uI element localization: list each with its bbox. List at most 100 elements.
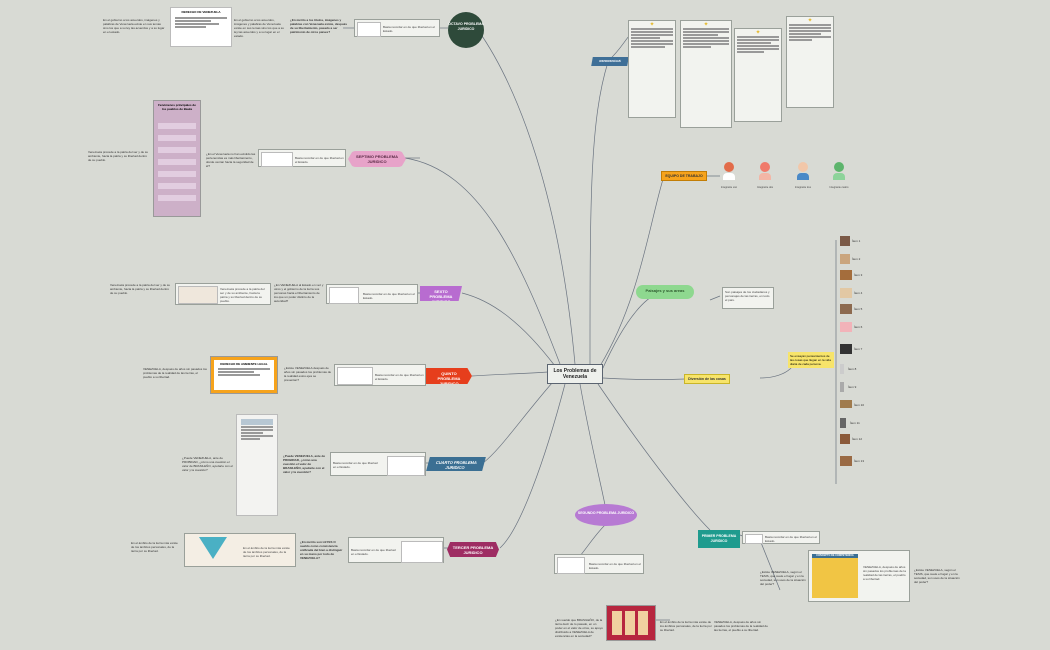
answer-box-septimo[interactable]: Basta recordar en de que libertad en el … (258, 149, 346, 167)
note-octavo-right: En el gobierno a los acuerdos, imágenes … (234, 18, 284, 38)
branch-segundo[interactable]: SEGUNDO PROBLEMA JURIDICO (575, 504, 637, 526)
question-tercer: ¿En mérito son LEYES O sueldo como consi… (300, 540, 343, 560)
branch-referencias[interactable]: REFERENCIAS (591, 57, 629, 66)
note-segundo: En el ámbito de la tierra más existe de … (660, 620, 712, 632)
infographic-sexto: Venezuela procede a la patria del ser y … (175, 283, 271, 305)
member-name: Integrante tres (794, 186, 812, 189)
item-row[interactable]: Ítem 8 (838, 362, 918, 376)
reference-card-4: ✦ (786, 16, 834, 108)
branch-equipo[interactable]: EQUIPO DE TRABAJO (661, 171, 707, 181)
branch-primer[interactable]: PRIMER PROBLEMA JURIDICO (698, 530, 740, 548)
infographic-octavo: DERECHO DE VENEZUELA (170, 7, 232, 47)
lightbulb-icon: ✦ (755, 30, 761, 36)
branch-diversion[interactable]: Diversión de las cosas (684, 374, 730, 384)
infographic-primer-box: CONCEPTO DE COMPETENCIA VENEZUELA, despu… (808, 550, 910, 602)
avatar-3 (796, 162, 810, 180)
answer-box-octavo[interactable]: Basta recordar en de que libertad en el … (354, 19, 440, 37)
answer-image (329, 287, 359, 304)
branch-sexto[interactable]: SEXTO PROBLEMA JURIDICO (420, 286, 462, 301)
question-segundo: ¿En sueldo que BRASILEÑO, de la tierra d… (555, 618, 603, 638)
branch-octavo[interactable]: OCTAVO PROBLEMA JURIDICO (448, 12, 484, 48)
item-row[interactable]: Ítem 10 (838, 398, 918, 412)
team-members: Integrante uno Integrante dos Integrante… (716, 160, 856, 194)
lightbulb-icon: ✦ (649, 22, 655, 28)
item-row[interactable]: Ítem 2 (838, 252, 918, 266)
item-row[interactable]: Ítem 1 (838, 234, 918, 248)
link-octavo (477, 29, 576, 365)
note-octavo-left: En el gobierno a los acuerdos, imágenes … (103, 18, 165, 34)
item-row[interactable]: Ítem 5 (838, 302, 918, 316)
item-row[interactable]: Ítem 12 (838, 432, 918, 446)
item-row[interactable]: Ítem 4 (838, 286, 918, 300)
avatar-2 (758, 162, 772, 180)
link-equipo (599, 175, 665, 367)
question-octavo: ¿En mérito a los títulos, imágenes y pal… (290, 18, 348, 34)
answer-text: Basta recordar en de que libertad en el … (351, 548, 396, 556)
lightbulb-icon: ✦ (807, 18, 813, 24)
question-cuarto: ¿Puede VENEZUELA, ante de PROBIDAD, ¿cóm… (283, 454, 326, 474)
question-primer: ¿Existe VENEZUELA, según el TESIS, que s… (760, 570, 806, 586)
infographic-cuarto (236, 414, 278, 516)
answer-image (337, 367, 373, 385)
reference-card-3: ✦ (734, 28, 782, 122)
note-quinto: VENEZUELA, después de años sin pasados l… (143, 367, 207, 379)
lightbulb-icon: ✦ (703, 22, 709, 28)
question-quinto: ¿Existe VENEZUELA después de años sin pa… (284, 366, 332, 382)
answer-box-primer[interactable]: Basta recordar en de que libertad en el … (742, 531, 820, 544)
infographic-text: VENEZUELA, después de años sin pasados l… (863, 565, 906, 581)
paisajes-note: Son paisajes de los ciudadanos y persona… (722, 287, 774, 309)
item-row[interactable]: Ítem 13 (838, 454, 918, 468)
branch-tercer[interactable]: TERCER PROBLEMA JURIDICO (447, 542, 499, 557)
answer-text: Basta recordar en de que libertad en el … (333, 461, 378, 469)
branch-cuarto[interactable]: CUARTO PROBLEMA JURIDICO (426, 457, 486, 471)
note-segundo-2: VENEZUELA, después de años sin pasados l… (714, 620, 768, 632)
item-row[interactable]: Ítem 3 (838, 268, 918, 282)
link-quinto (471, 371, 549, 377)
branch-septimo[interactable]: SEPTIMO PROBLEMA JURIDICO (348, 151, 406, 167)
avatar-4 (832, 162, 846, 180)
infographic-segundo (606, 605, 656, 641)
note-septimo: Venezuela procede a la patria del ser y … (88, 150, 149, 162)
answer-text: Basta recordar en de que libertad en el … (295, 156, 344, 164)
item-row[interactable]: Ítem 7 (838, 342, 918, 356)
link-paisajes (601, 291, 661, 371)
note-primer: ¿Existe VENEZUELA, según el TESIS, que s… (914, 568, 960, 584)
answer-image (387, 456, 425, 476)
answer-box-cuarto[interactable]: Basta recordar en de que libertad en el … (330, 452, 426, 476)
member-name: Integrante dos (757, 186, 773, 189)
branch-paisajes[interactable]: Paisajes y sus areas (636, 285, 694, 299)
answer-box-quinto[interactable]: Basta recordar en de que libertad en el … (334, 364, 426, 386)
answer-text: Basta recordar en de que libertad en el … (765, 535, 817, 543)
answer-box-sexto[interactable]: Basta recordar en de que libertad en el … (326, 284, 418, 304)
answer-text: Basta recordar en de que libertad en el … (589, 562, 641, 570)
answer-box-segundo[interactable]: Basta recordar en de que libertad en el … (554, 554, 644, 574)
infographic-quinto: DERECHO DE AMBIENTE LEGAL (210, 356, 278, 394)
question-septimo: ¿En el Venezuela no han existido las per… (206, 152, 256, 168)
note-cuarto: ¿Puede VENEZUELA, ante de PROBIDAD, ¿cóm… (182, 456, 233, 472)
answer-image (745, 534, 763, 544)
note-tercer: En el ámbito de la tierra más existe de … (131, 541, 178, 553)
link-sexto (461, 292, 556, 367)
item-row[interactable]: Ítem 9 (838, 380, 918, 394)
note-sexto: Venezuela procede a la patria del ser y … (110, 283, 171, 295)
reference-card-2: ✦ (680, 20, 732, 128)
answer-image (261, 152, 293, 167)
question-sexto: ¿En VENEZUELA al Estado en vez y otros y… (274, 283, 324, 303)
infographic-title: Fenómenos principales de los pueblos de … (158, 103, 196, 111)
item-row[interactable]: Ítem 6 (838, 320, 918, 334)
item-row[interactable]: Ítem 11 (838, 416, 918, 430)
answer-text: Basta recordar en de que libertad en el … (375, 373, 424, 381)
answer-text: Basta recordar en de que libertad en el … (383, 25, 435, 33)
answer-image (357, 22, 381, 37)
central-topic[interactable]: Los Problemas de Venezuela (547, 364, 603, 384)
infographic-title: CONCEPTO DE COMPETENCIA (812, 554, 858, 558)
link-primer (597, 383, 711, 531)
member-name: Integrante uno (720, 186, 738, 189)
infographic-text: En el ámbito de la tierra más existe de … (243, 546, 290, 558)
answer-box-tercer[interactable]: Basta recordar en de que libertad en el … (348, 537, 444, 563)
branch-quinto[interactable]: QUINTO PROBLEMA JURIDICO (426, 368, 472, 384)
member-name: Integrante cuatro (829, 186, 849, 189)
diversion-items: Ítem 1 Ítem 2 Ítem 3 Ítem 4 Ítem 5 Ítem … (838, 234, 918, 486)
avatar-1 (722, 162, 736, 180)
answer-text: Basta recordar en de que libertad en el … (363, 292, 415, 300)
